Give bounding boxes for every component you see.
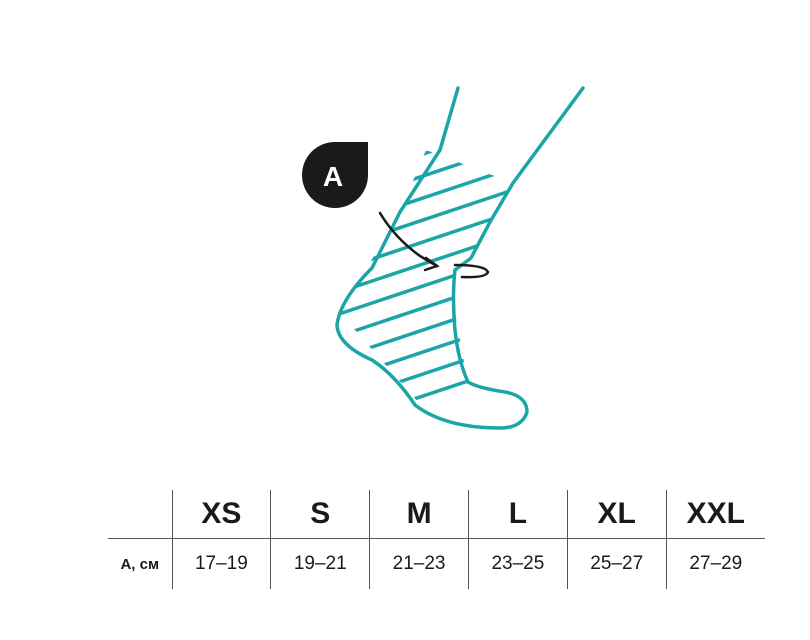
size-header-xs: XS (171, 490, 271, 539)
ankle-measurement-figure: A (302, 86, 585, 430)
marker-label: A (323, 161, 343, 192)
corner-cell (108, 490, 172, 539)
value-xl: 25–27 (566, 538, 667, 589)
leg-back-line (335, 86, 529, 430)
size-header-xxl: XXL (665, 490, 765, 539)
leg-front-line (453, 86, 585, 272)
value-s: 19–21 (270, 538, 370, 589)
size-header-m: M (369, 490, 469, 539)
value-xs: 17–19 (171, 538, 271, 589)
size-header-xl: XL (566, 490, 667, 539)
circumference-arrow (378, 211, 490, 279)
size-header-row: XS S M L XL XXL (108, 490, 765, 539)
value-l: 23–25 (467, 538, 568, 589)
size-header-l: L (467, 490, 568, 539)
value-xxl: 27–29 (665, 538, 765, 589)
marker-badge: A (302, 142, 368, 208)
size-chart-table: XS S M L XL XXL A, см 17–19 19–21 21–23 … (108, 490, 765, 589)
table-row: A, см 17–19 19–21 21–23 23–25 25–27 27–2… (108, 538, 765, 589)
row-label: A, см (120, 555, 160, 573)
foot-outline (335, 86, 585, 430)
value-m: 21–23 (369, 538, 469, 589)
size-header-s: S (270, 490, 370, 539)
